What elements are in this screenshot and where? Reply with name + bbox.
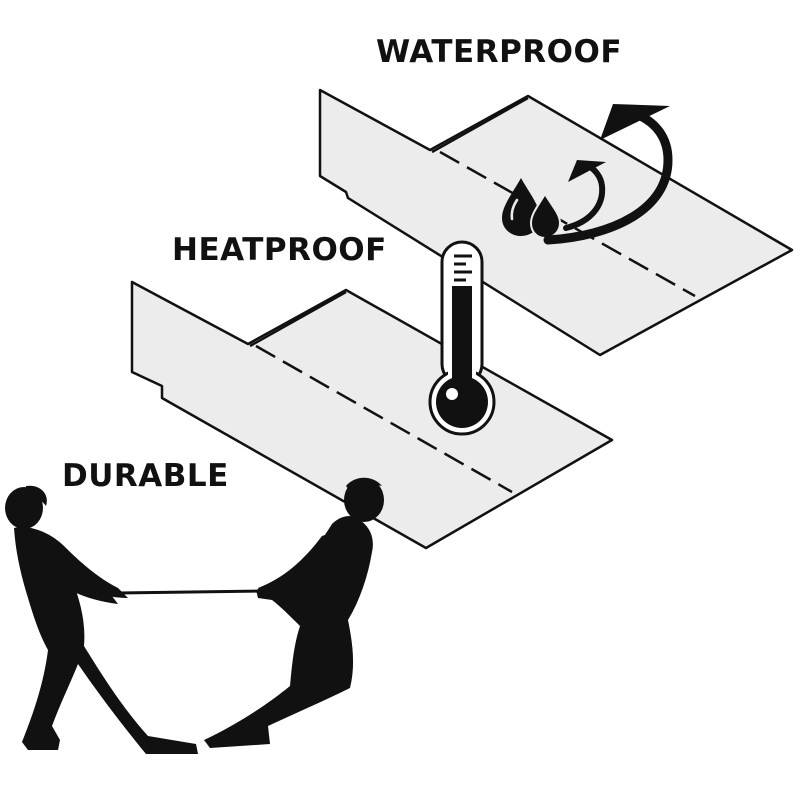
left-person-silhouette <box>5 485 198 754</box>
water-drops-icon <box>502 178 562 240</box>
waterproof-label: WATERPROOF <box>376 34 623 70</box>
curved-arrow-icon <box>543 104 673 245</box>
right-person-silhouette <box>204 477 384 748</box>
tug-of-war-icon <box>5 477 384 754</box>
durable-label: DURABLE <box>62 458 229 494</box>
heatproof-label: HEATPROOF <box>172 232 387 268</box>
heatproof-sheet <box>130 280 614 550</box>
thermometer-icon <box>428 240 496 436</box>
